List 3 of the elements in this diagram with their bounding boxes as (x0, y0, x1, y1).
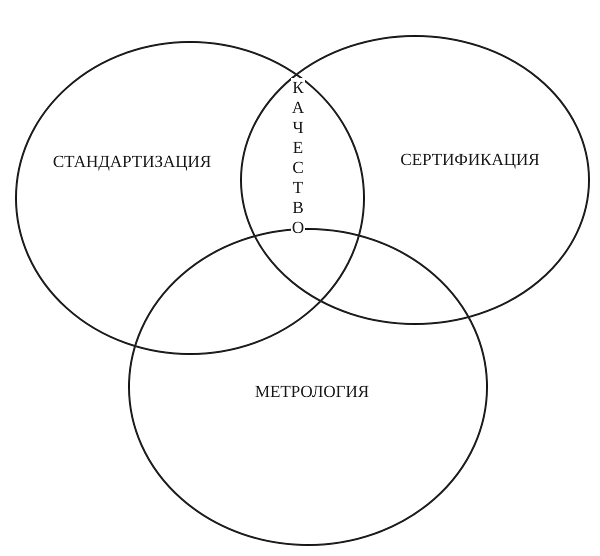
set-label: СЕРТИФИКАЦИЯ (400, 150, 540, 170)
set-label: СТАНДАРТИЗАЦИЯ (52, 152, 212, 172)
set-label: МЕТРОЛОГИЯ (254, 382, 370, 402)
